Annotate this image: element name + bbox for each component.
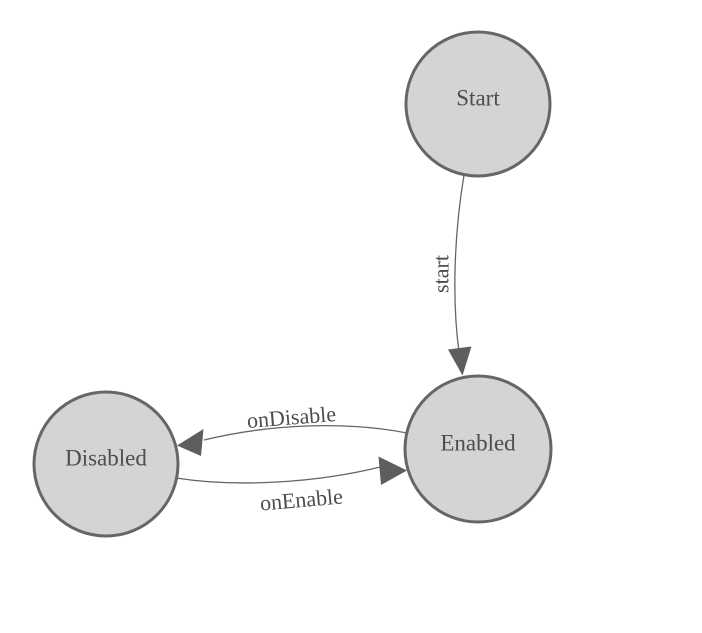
- edge-disabled-to-enabled: [175, 466, 381, 484]
- edge-enabled-to-disabled: [203, 425, 408, 441]
- arrowhead-enabled-to-disabled: [177, 429, 204, 456]
- state-label-enabled: Enabled: [440, 431, 516, 456]
- state-node-disabled: [32, 390, 180, 538]
- edge-label-onenable: onEnable: [259, 483, 344, 515]
- state-label-start: Start: [456, 86, 500, 111]
- edge-start-to-enabled: [454, 174, 465, 353]
- state-label-disabled: Disabled: [65, 446, 147, 471]
- state-node-start: [404, 30, 552, 178]
- edge-label-start: start: [429, 255, 454, 293]
- arrowhead-start-to-enabled: [448, 346, 472, 376]
- state-node-enabled: [403, 374, 553, 524]
- arrowhead-disabled-to-enabled: [378, 456, 407, 485]
- edge-label-ondisable: onDisable: [246, 401, 337, 433]
